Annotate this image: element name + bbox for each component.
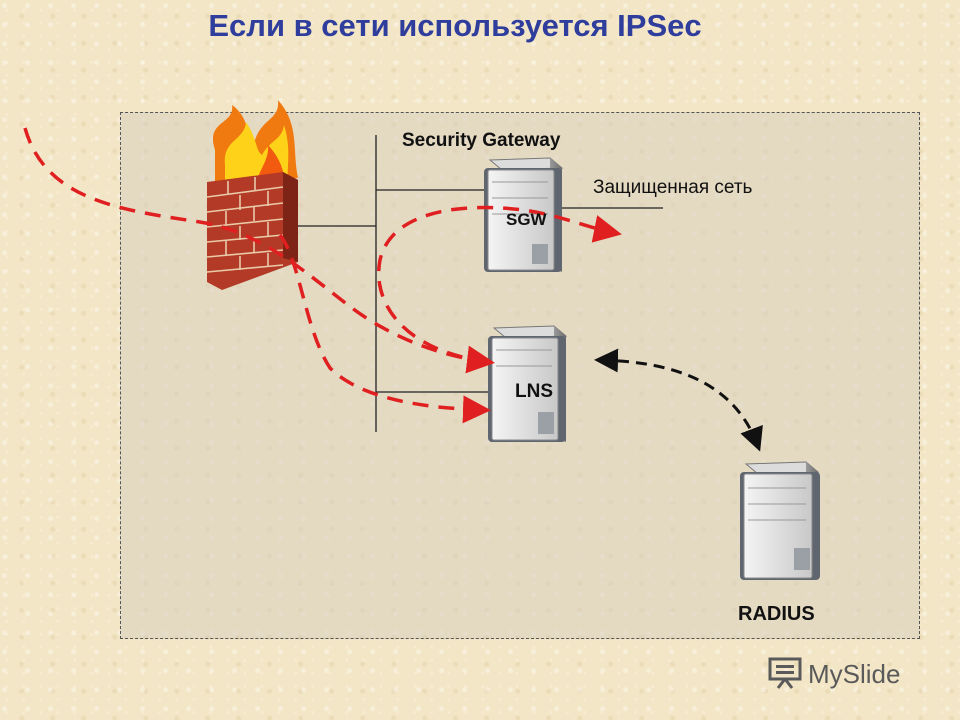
sgw-label: SGW — [506, 210, 547, 229]
lns-label: LNS — [515, 381, 553, 402]
network-lines — [290, 135, 663, 432]
security-gateway-label: Security Gateway — [402, 130, 561, 151]
radius-link-arrow — [594, 348, 763, 452]
slide-title: Если в сети используется IPSec — [208, 8, 702, 43]
tunnel-arrow-to-protected-net — [23, 127, 495, 374]
sgw-server-icon — [484, 157, 564, 272]
projector-screen-icon — [768, 657, 802, 689]
radius-label: RADIUS — [738, 603, 815, 625]
logo-text: MySlide — [808, 659, 901, 689]
protected-network-label: Защищенная сеть — [593, 177, 753, 198]
firewall-icon — [206, 100, 298, 290]
radius-server-icon — [740, 461, 820, 580]
tunnel-arrow-lns-to-sgw — [377, 205, 622, 364]
tunnel-arrow-firewall-to-lns — [278, 233, 491, 424]
lns-server-icon — [488, 325, 568, 442]
